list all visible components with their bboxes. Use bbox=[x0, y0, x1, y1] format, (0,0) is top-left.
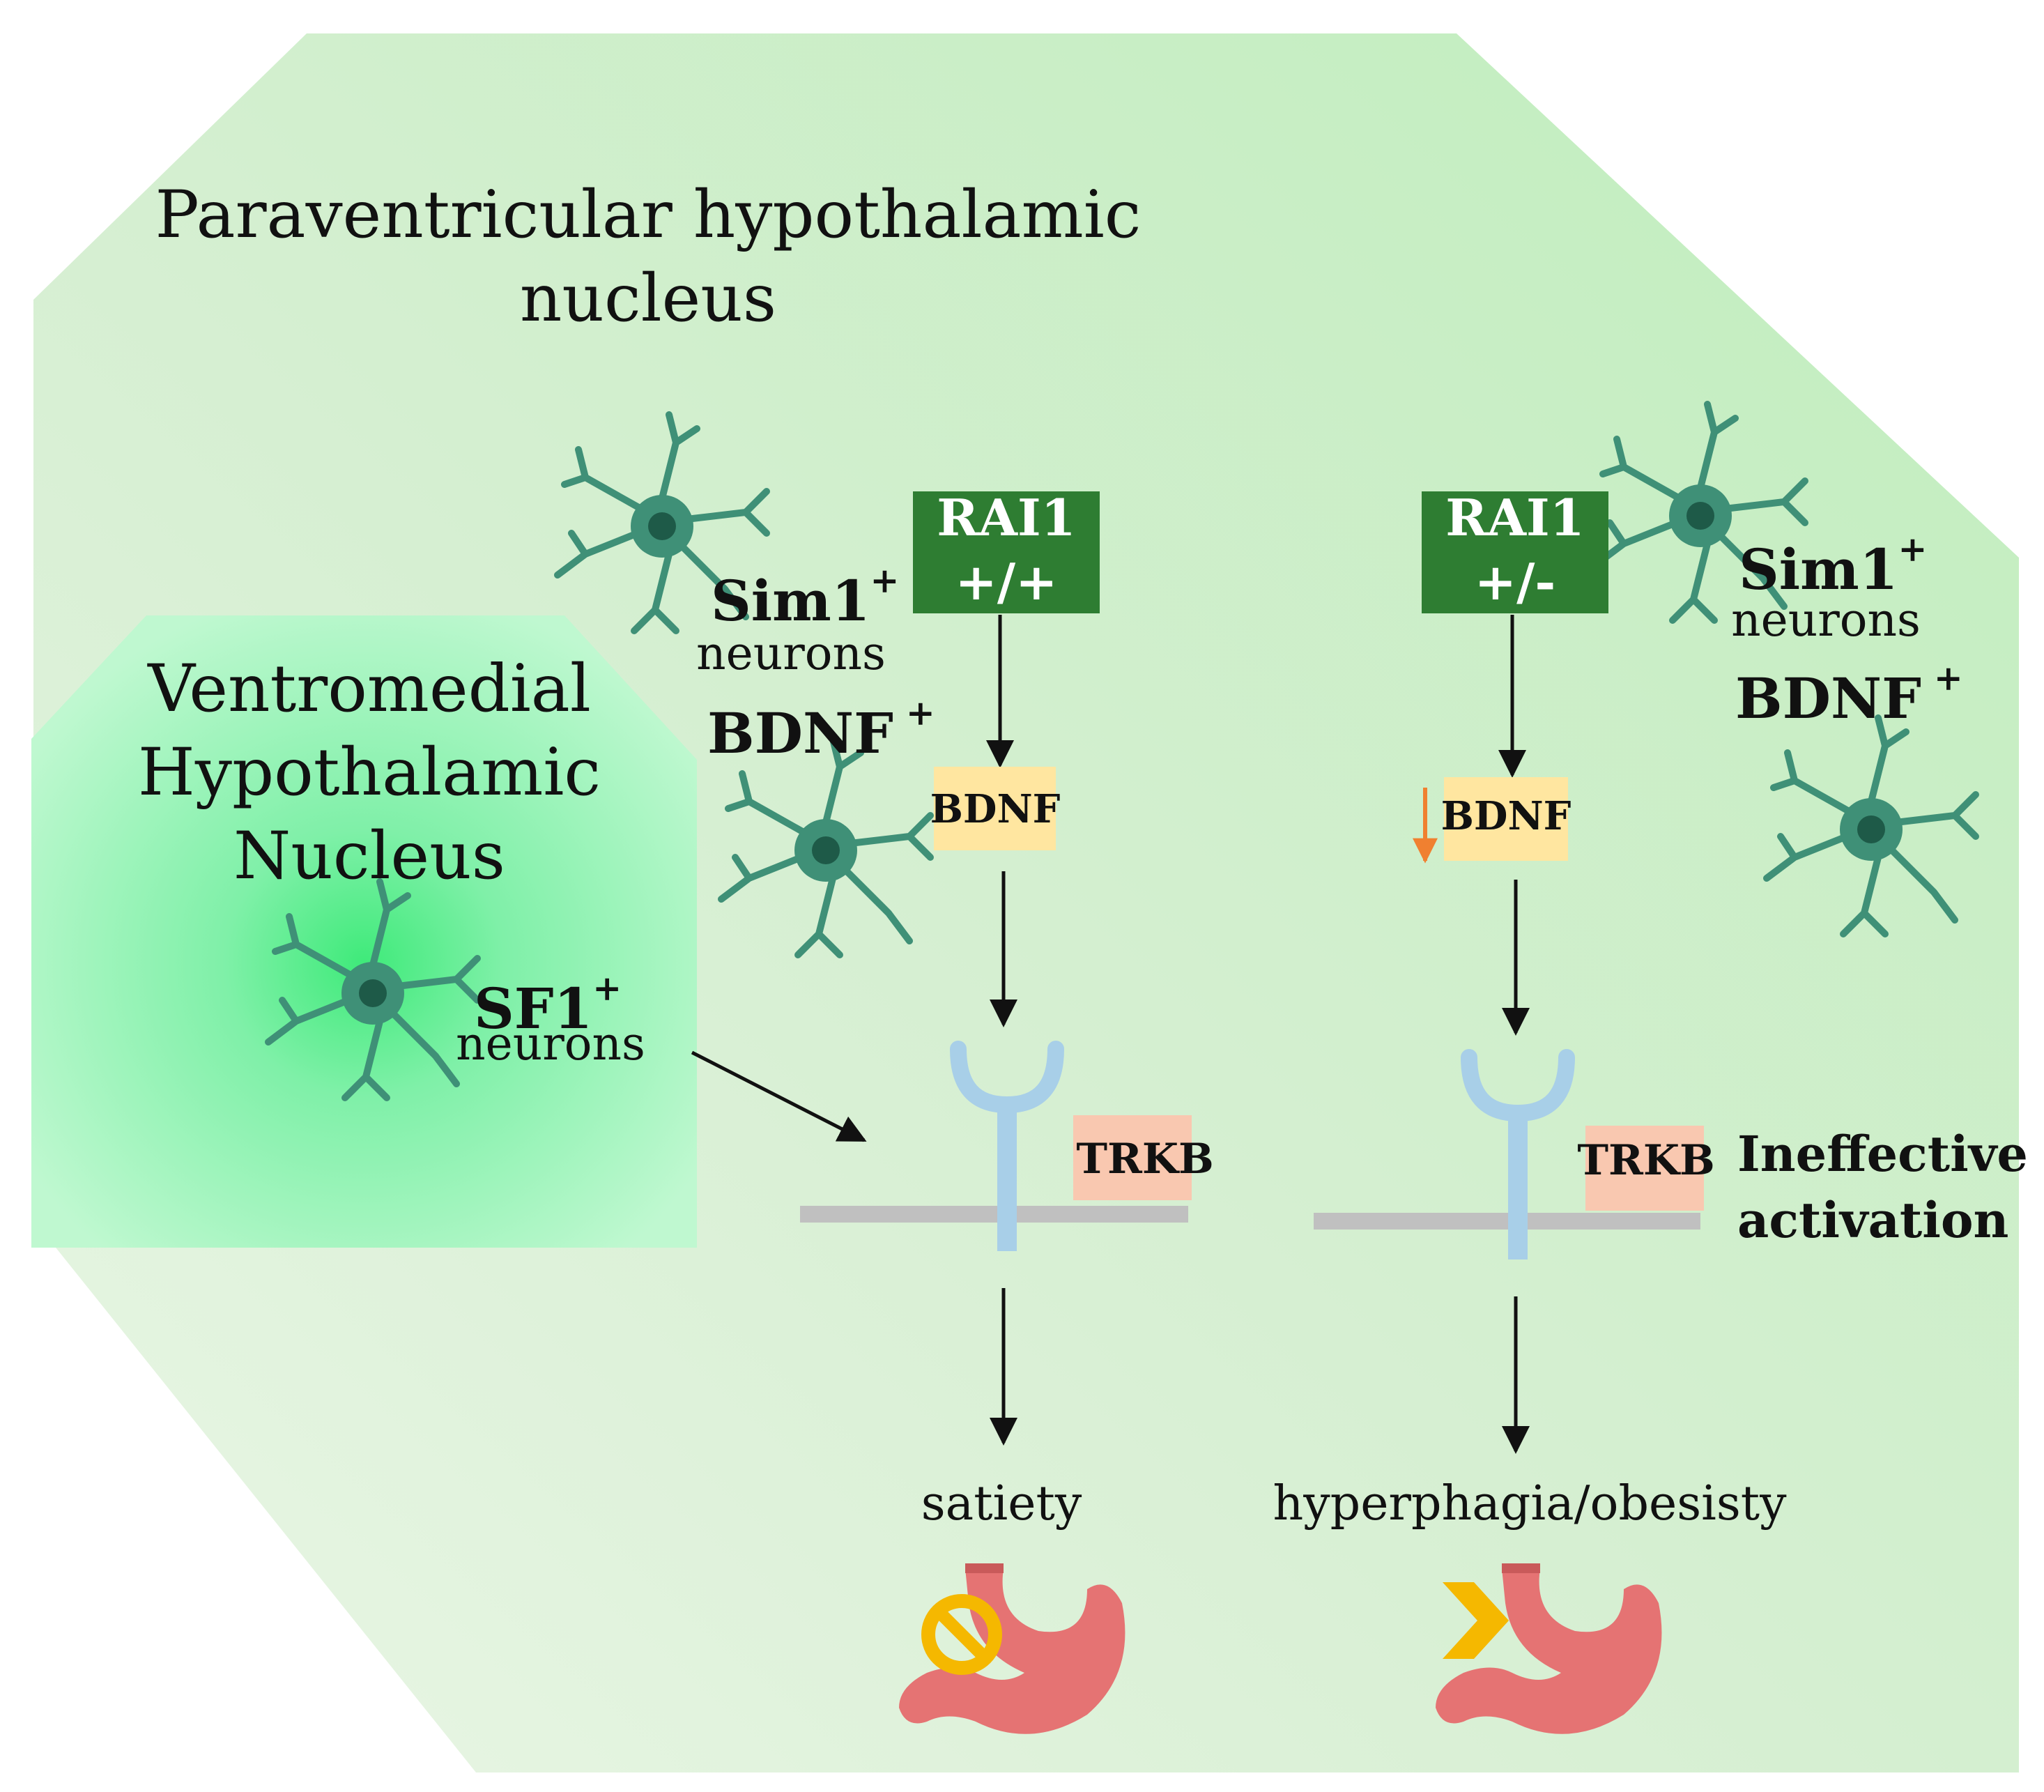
trkb-label-right: TRKB bbox=[1577, 1136, 1714, 1185]
sf1-arrow bbox=[691, 1050, 867, 1142]
trkb-box-right bbox=[1585, 1126, 1704, 1211]
vmh-title-line1: Ventromedial bbox=[147, 651, 591, 727]
ineffective-note-line2: activation bbox=[1737, 1191, 2008, 1249]
ineffective-note-line1: Ineffective bbox=[1737, 1125, 2028, 1183]
rai1-box-right bbox=[1422, 491, 1608, 613]
vmh-title-line3: Nucleus bbox=[233, 818, 505, 894]
rai1-label-right: RAI1 bbox=[1445, 488, 1584, 547]
rai1-genotype-left: +/+ bbox=[955, 552, 1058, 611]
sim1-neurons-right: neurons bbox=[1731, 593, 1921, 647]
sim1-sup-left: + bbox=[870, 560, 899, 601]
vmh-title-line2: Hypothalamic bbox=[138, 735, 601, 811]
rai1-box-left bbox=[913, 491, 1100, 613]
sim1-label-left: Sim1+ bbox=[711, 560, 899, 634]
rai1-genotype-right: +/- bbox=[1475, 552, 1556, 611]
sim1-label-right: Sim1+ bbox=[1739, 528, 1927, 602]
vmh-region bbox=[31, 615, 697, 1248]
pvn-title-line1: Paraventricular hypothalamic bbox=[155, 177, 1142, 253]
pvn-title-line2: nucleus bbox=[520, 261, 776, 337]
pvn-region bbox=[33, 33, 2019, 1772]
bdnf-box-label-right: BDNF bbox=[1441, 793, 1572, 839]
outcome-label-left: satiety bbox=[921, 1476, 1082, 1531]
trkb-label-left: TRKB bbox=[1076, 1135, 1213, 1184]
trkb-box-left bbox=[1073, 1115, 1192, 1200]
bdnf-positive-sup-left: + bbox=[906, 692, 935, 733]
bdnf-box-label-left: BDNF bbox=[930, 786, 1061, 832]
sf1-sup: + bbox=[592, 967, 622, 1009]
sim1-sup-right: + bbox=[1898, 528, 1927, 569]
sf1-label: SF1+ bbox=[474, 967, 622, 1041]
stomach-blocked-icon bbox=[899, 1563, 1125, 1734]
bdnf-positive-label-right: BDNF+ bbox=[1735, 657, 1963, 731]
bdnf-positive-sup-right: + bbox=[1934, 657, 1963, 698]
bdnf-positive-label-left: BDNF+ bbox=[707, 692, 935, 766]
outcome-label-right: hyperphagia/obesisty bbox=[1273, 1476, 1787, 1531]
bdnf-box-right bbox=[1444, 777, 1568, 861]
rai1-label-left: RAI1 bbox=[937, 488, 1075, 547]
bdnf-box-left bbox=[934, 767, 1056, 850]
stomach-increase-icon bbox=[1436, 1563, 1662, 1734]
sf1-neurons: neurons bbox=[456, 1017, 645, 1071]
sim1-neurons-left: neurons bbox=[696, 627, 886, 680]
